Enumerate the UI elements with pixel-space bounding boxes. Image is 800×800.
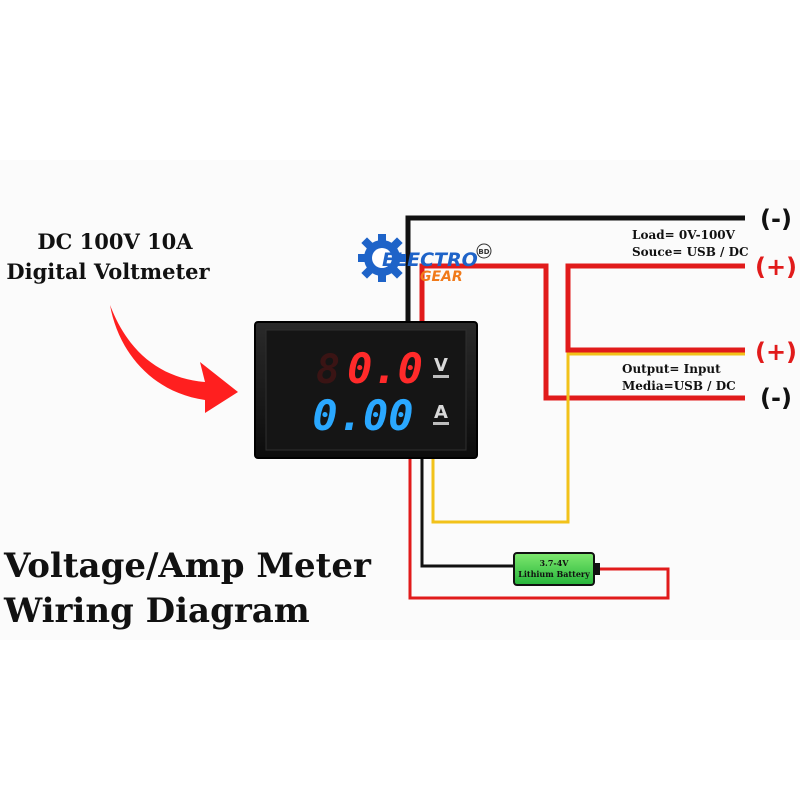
logo-word-electro: ELECTRO xyxy=(382,249,478,271)
voltage-unused-digit: 8 xyxy=(316,347,340,393)
output-label-line-2: Media=USB / DC xyxy=(622,379,736,393)
voltage-unit-mark xyxy=(433,375,449,378)
terminal-load-negative: (-) xyxy=(760,205,792,233)
callout-arrow-icon xyxy=(110,305,238,413)
lithium-battery: 3.7-4V Lithium Battery xyxy=(513,552,600,586)
wire-yellow-signal xyxy=(431,352,745,524)
wires xyxy=(405,215,745,600)
title-line-2: Wiring Diagram xyxy=(3,591,310,631)
load-label-line-1: Load= 0V-100V xyxy=(632,228,736,242)
output-label-line-1: Output= Input xyxy=(622,362,721,376)
battery-terminal xyxy=(594,563,600,575)
wire-black-load-negative xyxy=(405,215,745,322)
terminal-load-positive: (+) xyxy=(755,253,797,281)
meter-bezel xyxy=(265,329,467,451)
logo-word-gear: GEAR xyxy=(420,269,463,285)
current-reading: 0.00 xyxy=(312,391,413,440)
battery-line-2: Lithium Battery xyxy=(518,569,590,579)
load-label-line-2: Souce= USB / DC xyxy=(632,245,749,259)
callout-line-2: Digital Voltmeter xyxy=(6,259,210,284)
wire-red-output-positive xyxy=(565,263,745,353)
wire-black-battery xyxy=(420,458,516,568)
digital-meter: 8 0.0 V 0.00 A xyxy=(254,321,478,459)
voltage-reading: 0.0 xyxy=(347,344,423,393)
current-unit-mark xyxy=(433,422,449,425)
terminal-output-negative: (-) xyxy=(760,384,792,412)
wire-red-battery xyxy=(408,458,670,600)
current-unit: A xyxy=(434,402,448,423)
wire-red-load-positive xyxy=(419,263,745,401)
voltage-unit: V xyxy=(434,355,448,376)
callout-line-1: DC 100V 10A xyxy=(37,229,193,254)
terminal-output-positive: (+) xyxy=(755,338,797,366)
electro-gear-logo: ELECTRO GEAR BD xyxy=(358,234,492,285)
gear-icon xyxy=(358,234,406,282)
logo-badge: BD xyxy=(478,248,489,256)
battery-line-1: 3.7-4V xyxy=(539,558,569,568)
title-line-1: Voltage/Amp Meter xyxy=(3,546,372,586)
